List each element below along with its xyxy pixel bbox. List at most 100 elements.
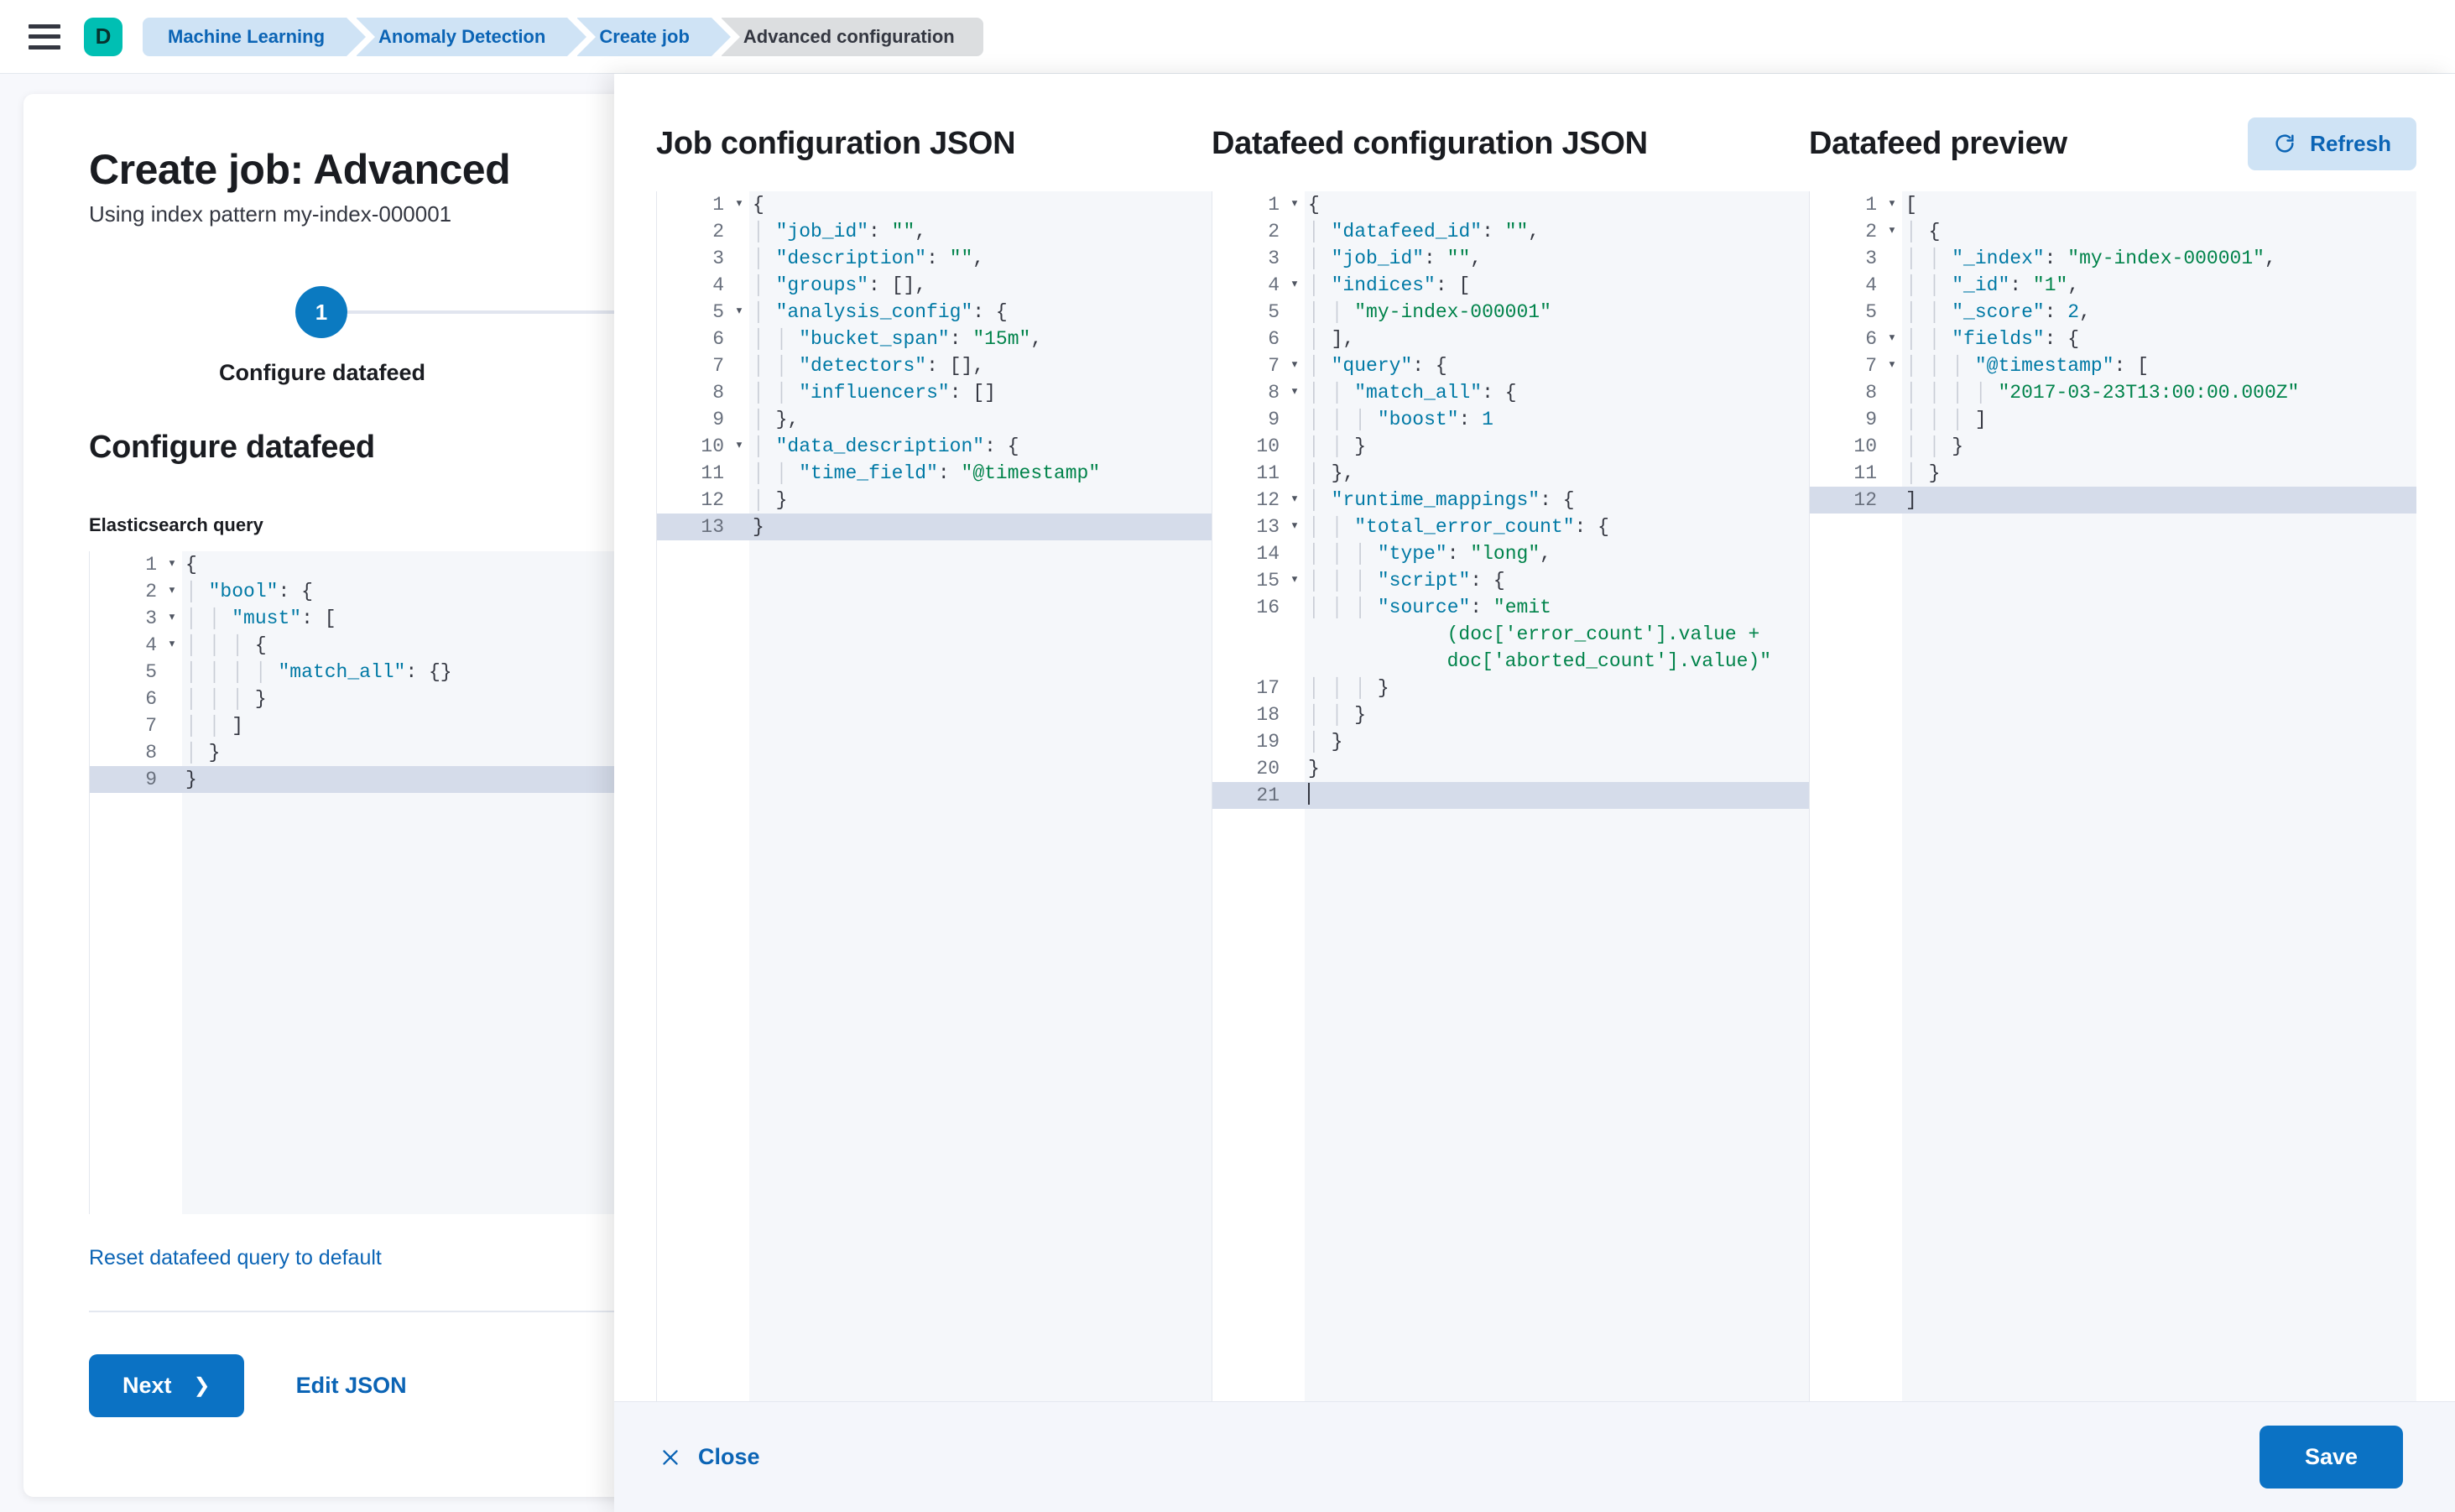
editor-line[interactable]: 3│ "job_id": "",: [1212, 245, 1809, 272]
editor-line[interactable]: (doc['error_count'].value +: [1212, 621, 1809, 648]
editor-line[interactable]: 3▾│ │ "must": [: [90, 605, 1148, 632]
fold-toggle-icon[interactable]: ▾: [1887, 357, 1897, 373]
line-number: 11: [1256, 462, 1280, 484]
close-x-icon: [663, 1449, 678, 1465]
editor-line[interactable]: 20}: [1212, 755, 1809, 782]
editor-line[interactable]: 2▾│ "bool": {: [90, 578, 1148, 605]
job-configuration-editor[interactable]: 1▾{2│ "job_id": "",3│ "description": "",…: [656, 191, 1212, 1401]
editor-line[interactable]: 3│ │ "_index": "my-index-000001",: [1810, 245, 2416, 272]
editor-line[interactable]: 8│ │ │ │ "2017-03-23T13:00:00.000Z": [1810, 379, 2416, 406]
editor-line[interactable]: 9│ },: [657, 406, 1212, 433]
editor-line[interactable]: 6│ ],: [1212, 326, 1809, 352]
editor-line[interactable]: 11│ │ "time_field": "@timestamp": [657, 460, 1212, 487]
editor-line[interactable]: 15▾│ │ │ "script": {: [1212, 567, 1809, 594]
editor-line[interactable]: 16│ │ │ "source": "emit: [1212, 594, 1809, 621]
breadcrumb-item-create-job[interactable]: Create job: [577, 17, 740, 56]
line-code: │ │ │ "@timestamp": [: [1905, 355, 2149, 377]
fold-toggle-icon[interactable]: ▾: [1290, 196, 1300, 212]
editor-line[interactable]: 2│ "job_id": "",: [657, 218, 1212, 245]
editor-line[interactable]: 10│ │ }: [1212, 433, 1809, 460]
editor-line[interactable]: 7▾│ "query": {: [1212, 352, 1809, 379]
editor-line[interactable]: 4▾│ "indices": [: [1212, 272, 1809, 299]
editor-line[interactable]: 12]: [1810, 487, 2416, 514]
fold-toggle-icon[interactable]: ▾: [1290, 357, 1300, 373]
line-code: │ │ "must": [: [185, 607, 336, 629]
fold-toggle-icon[interactable]: ▾: [1290, 572, 1300, 588]
editor-line[interactable]: doc['aborted_count'].value)": [1212, 648, 1809, 675]
editor-line[interactable]: 14│ │ │ "type": "long",: [1212, 540, 1809, 567]
wizard-step-1[interactable]: 1: [295, 286, 347, 338]
editor-line[interactable]: 9│ │ │ ]: [1810, 406, 2416, 433]
editor-line[interactable]: 8▾│ │ "match_all": {: [1212, 379, 1809, 406]
fold-toggle-icon[interactable]: ▾: [1887, 196, 1897, 212]
editor-line[interactable]: 2│ "datafeed_id": "",: [1212, 218, 1809, 245]
save-button[interactable]: Save: [2259, 1426, 2403, 1489]
breadcrumb-item-anomaly-detection[interactable]: Anomaly Detection: [357, 17, 597, 56]
fold-toggle-icon[interactable]: ▾: [734, 304, 744, 320]
editor-line[interactable]: 5│ │ "my-index-000001": [1212, 299, 1809, 326]
editor-line[interactable]: 12▾│ "runtime_mappings": {: [1212, 487, 1809, 514]
line-number: 5: [1865, 301, 1877, 323]
line-code: │ │ "my-index-000001": [1308, 301, 1551, 323]
editor-line[interactable]: 21: [1212, 782, 1809, 809]
fold-toggle-icon[interactable]: ▾: [1290, 519, 1300, 534]
editor-line[interactable]: 6▾│ │ "fields": {: [1810, 326, 2416, 352]
fold-toggle-icon[interactable]: ▾: [167, 556, 177, 572]
editor-line[interactable]: 7│ │ "detectors": [],: [657, 352, 1212, 379]
editor-line[interactable]: 4│ │ "_id": "1",: [1810, 272, 2416, 299]
fold-toggle-icon[interactable]: ▾: [167, 610, 177, 626]
editor-line[interactable]: 11│ }: [1810, 460, 2416, 487]
editor-line[interactable]: 19│ }: [1212, 728, 1809, 755]
breadcrumb-item-machine-learning[interactable]: Machine Learning: [143, 17, 376, 56]
editor-line[interactable]: 17│ │ │ }: [1212, 675, 1809, 701]
line-number: 4: [1865, 274, 1877, 296]
editor-line[interactable]: 1▾{: [657, 191, 1212, 218]
fold-toggle-icon[interactable]: ▾: [167, 583, 177, 599]
datafeed-preview-editor[interactable]: 1▾[2▾│ {3│ │ "_index": "my-index-000001"…: [1809, 191, 2416, 1401]
editor-line[interactable]: 3│ "description": "",: [657, 245, 1212, 272]
fold-toggle-icon[interactable]: ▾: [734, 196, 744, 212]
editor-line[interactable]: 9│ │ │ "boost": 1: [1212, 406, 1809, 433]
fold-toggle-icon[interactable]: ▾: [1887, 223, 1897, 239]
editor-line[interactable]: 13▾│ │ "total_error_count": {: [1212, 514, 1809, 540]
close-button[interactable]: Close: [659, 1444, 760, 1470]
editor-line[interactable]: 5│ │ │ │ "match_all": {}: [90, 659, 1148, 686]
editor-line[interactable]: 7│ │ ]: [90, 712, 1148, 739]
editor-line[interactable]: 6│ │ │ }: [90, 686, 1148, 712]
refresh-button[interactable]: Refresh: [2248, 117, 2416, 170]
editor-line[interactable]: 8│ }: [90, 739, 1148, 766]
reset-datafeed-query-link[interactable]: Reset datafeed query to default: [89, 1246, 382, 1270]
fold-toggle-icon[interactable]: ▾: [1290, 277, 1300, 293]
editor-line[interactable]: 11│ },: [1212, 460, 1809, 487]
fold-toggle-icon[interactable]: ▾: [1290, 492, 1300, 508]
fold-toggle-icon[interactable]: ▾: [1887, 331, 1897, 347]
line-number: 6: [1865, 328, 1877, 350]
editor-line[interactable]: 4▾│ │ │ {: [90, 632, 1148, 659]
line-code: │ "runtime_mappings": {: [1308, 489, 1575, 511]
editor-line[interactable]: 2▾│ {: [1810, 218, 2416, 245]
datafeed-configuration-editor[interactable]: 1▾{2│ "datafeed_id": "",3│ "job_id": "",…: [1212, 191, 1809, 1401]
fold-toggle-icon[interactable]: ▾: [167, 637, 177, 653]
editor-line[interactable]: 1▾{: [1212, 191, 1809, 218]
fold-toggle-icon[interactable]: ▾: [1290, 384, 1300, 400]
next-button[interactable]: Next ❯: [89, 1354, 244, 1417]
editor-line[interactable]: 6│ │ "bucket_span": "15m",: [657, 326, 1212, 352]
editor-line[interactable]: 12│ }: [657, 487, 1212, 514]
hamburger-icon[interactable]: [29, 23, 60, 50]
editor-line[interactable]: 1▾{: [90, 551, 1148, 578]
avatar[interactable]: D: [84, 17, 122, 56]
edit-json-button[interactable]: Edit JSON: [295, 1373, 407, 1398]
editor-line[interactable]: 10▾│ "data_description": {: [657, 433, 1212, 460]
editor-line[interactable]: 5▾│ "analysis_config": {: [657, 299, 1212, 326]
line-number: 7: [1865, 355, 1877, 377]
breadcrumb-item-advanced-configuration[interactable]: Advanced configuration: [721, 17, 983, 56]
fold-toggle-icon[interactable]: ▾: [734, 438, 744, 454]
editor-line[interactable]: 13}: [657, 514, 1212, 540]
editor-line[interactable]: 18│ │ }: [1212, 701, 1809, 728]
editor-line[interactable]: 10│ │ }: [1810, 433, 2416, 460]
editor-line[interactable]: 1▾[: [1810, 191, 2416, 218]
editor-line[interactable]: 7 ▾ │ │ │ "@timestamp": [: [1810, 352, 2416, 379]
editor-line[interactable]: 4│ "groups": [],: [657, 272, 1212, 299]
editor-line[interactable]: 8│ │ "influencers": []: [657, 379, 1212, 406]
editor-line[interactable]: 5│ │ "_score": 2,: [1810, 299, 2416, 326]
